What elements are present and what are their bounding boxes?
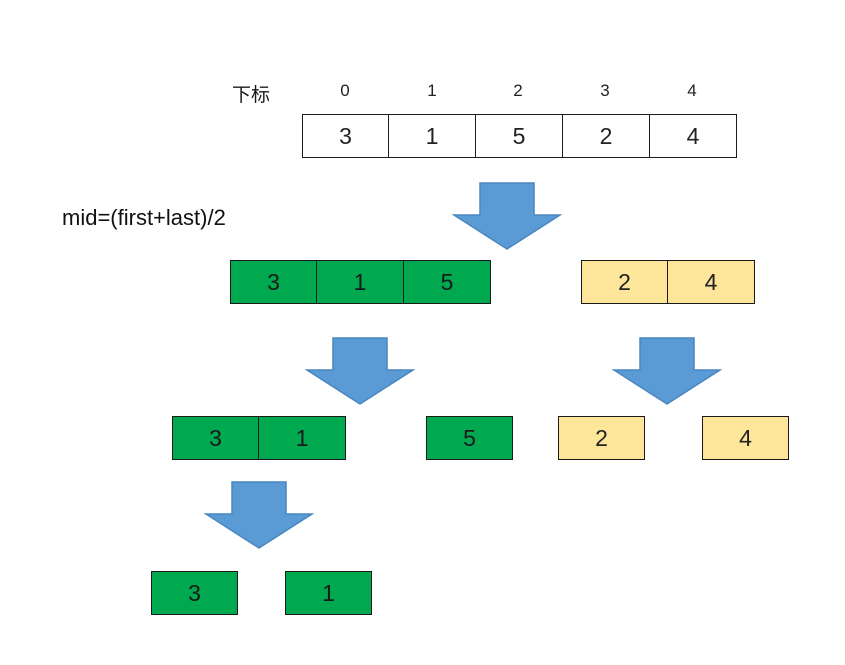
array-cell: 2 <box>581 260 668 304</box>
right-left-subarray: 2 <box>558 416 645 460</box>
array-cell: 1 <box>259 416 346 460</box>
mid-formula: mid=(first+last)/2 <box>62 205 226 230</box>
array-cell: 3 <box>302 114 389 158</box>
right-right-subarray: 4 <box>702 416 789 460</box>
index-label: 4 <box>687 81 697 100</box>
index-label: 2 <box>513 81 523 100</box>
array-cell: 5 <box>426 416 513 460</box>
left-subarray: 3 1 5 <box>230 260 491 304</box>
index-label: 1 <box>427 81 437 100</box>
array-cell: 1 <box>389 114 476 158</box>
left-left-subarray: 3 1 <box>172 416 346 460</box>
array-cell: 5 <box>476 114 563 158</box>
array-cell: 2 <box>563 114 650 158</box>
array-cell: 1 <box>285 571 372 615</box>
array-cell: 4 <box>668 260 755 304</box>
array-cell: 3 <box>172 416 259 460</box>
down-arrow-icon <box>452 182 562 252</box>
array-cell: 4 <box>702 416 789 460</box>
down-arrow-icon <box>204 481 314 551</box>
index-label: 0 <box>340 81 350 100</box>
left-right-subarray: 5 <box>426 416 513 460</box>
array-cell: 1 <box>317 260 404 304</box>
original-array: 3 1 5 2 4 <box>302 114 737 158</box>
down-arrow-icon <box>612 337 722 407</box>
array-cell: 5 <box>404 260 491 304</box>
index-header-label: 下标 <box>232 85 271 106</box>
array-cell: 3 <box>151 571 238 615</box>
index-label: 3 <box>600 81 610 100</box>
right-subarray: 2 4 <box>581 260 755 304</box>
array-cell: 4 <box>650 114 737 158</box>
array-cell: 3 <box>230 260 317 304</box>
single-element-a: 3 <box>151 571 238 615</box>
down-arrow-icon <box>305 337 415 407</box>
array-cell: 2 <box>558 416 645 460</box>
single-element-b: 1 <box>285 571 372 615</box>
